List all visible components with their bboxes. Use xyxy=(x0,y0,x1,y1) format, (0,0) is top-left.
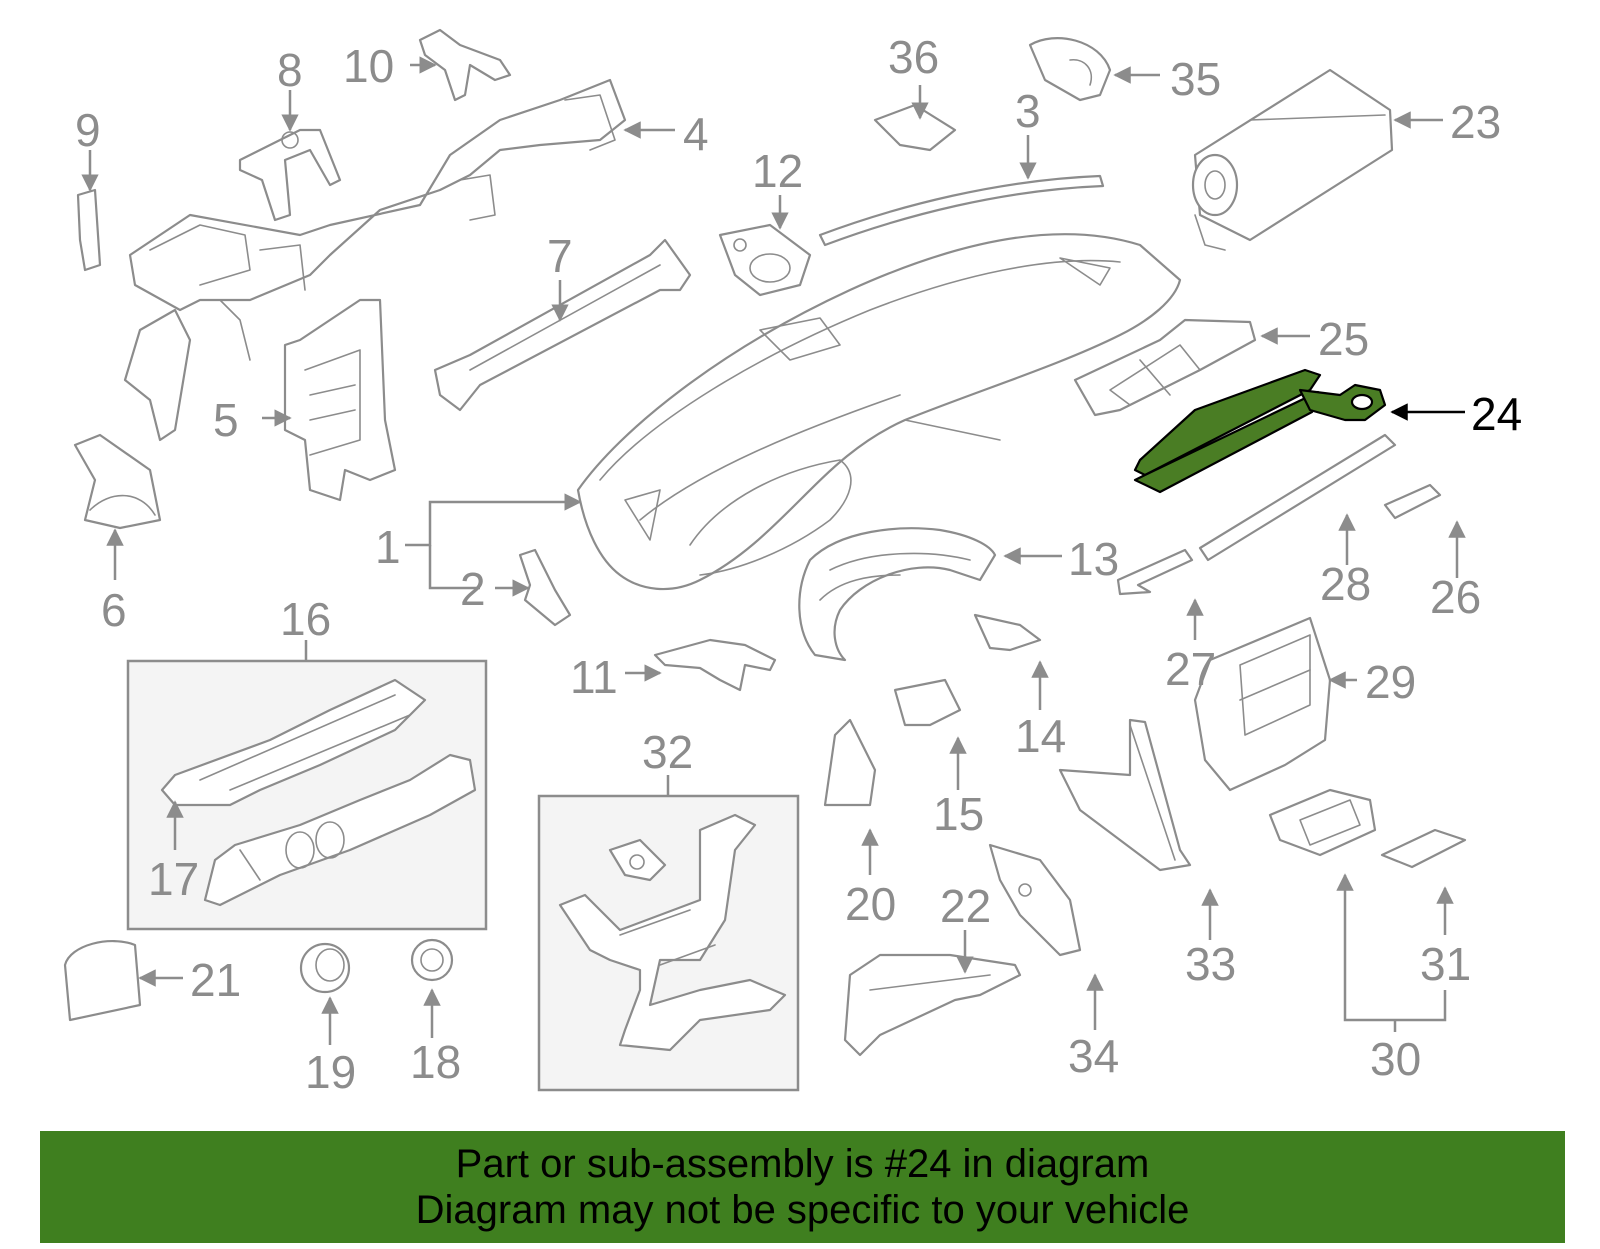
part-30-storage-box[interactable] xyxy=(1268,788,1377,857)
info-banner: Part or sub-assembly is #24 in diagram D… xyxy=(40,1131,1565,1243)
callout-6: 6 xyxy=(101,584,127,636)
callout-22: 22 xyxy=(940,880,991,932)
part-32-console-bracket[interactable] xyxy=(558,813,787,1052)
banner-line-disclaimer: Diagram may not be specific to your vehi… xyxy=(415,1188,1190,1232)
part-8-bracket[interactable] xyxy=(238,128,342,222)
callout-14: 14 xyxy=(1015,710,1066,762)
part-3-defroster-strip[interactable] xyxy=(818,174,1105,247)
callout-3: 3 xyxy=(1015,85,1041,137)
part-19-bezel[interactable] xyxy=(299,942,351,994)
callout-12: 12 xyxy=(752,145,803,197)
part-13-cluster-hood[interactable] xyxy=(798,527,997,662)
part-26-trim[interactable] xyxy=(1383,483,1442,520)
part-22-lower-panel[interactable] xyxy=(843,953,1022,1057)
part-6-bracket[interactable] xyxy=(73,433,162,530)
part-9-bracket[interactable] xyxy=(76,188,102,272)
callout-4: 4 xyxy=(683,108,709,160)
callout-29: 29 xyxy=(1365,656,1416,708)
part-10-bracket[interactable] xyxy=(418,28,512,102)
callout-9: 9 xyxy=(75,104,101,156)
callout-35: 35 xyxy=(1170,53,1221,105)
callout-5: 5 xyxy=(213,394,239,446)
part-31-pad[interactable] xyxy=(1380,828,1467,869)
callout-28: 28 xyxy=(1320,558,1371,610)
part-14-clip[interactable] xyxy=(973,613,1042,652)
callout-13: 13 xyxy=(1068,533,1119,585)
callout-26: 26 xyxy=(1430,571,1481,623)
part-11-bracket[interactable] xyxy=(653,638,777,692)
part-4-cross-car-beam[interactable] xyxy=(123,78,627,442)
part-35-cover[interactable] xyxy=(1028,37,1112,102)
callout-2: 2 xyxy=(460,563,486,615)
callout-20: 20 xyxy=(845,878,896,930)
part-34-side-trim[interactable] xyxy=(988,843,1082,957)
part-29-vent-housing[interactable] xyxy=(1193,616,1332,792)
callout-labels: 10 8 9 4 36 3 35 23 12 7 25 24 5 1 2 13 … xyxy=(75,31,1522,1098)
leader-lines xyxy=(81,56,1466,1045)
callout-8: 8 xyxy=(277,44,303,96)
callout-34: 34 xyxy=(1068,1030,1119,1082)
callout-36: 36 xyxy=(888,31,939,83)
callout-30: 30 xyxy=(1370,1033,1421,1085)
banner-line-part: Part or sub-assembly is #24 in diagram xyxy=(455,1142,1150,1186)
callout-31: 31 xyxy=(1420,938,1471,990)
part-20-panel[interactable] xyxy=(823,718,877,807)
callout-18: 18 xyxy=(410,1036,461,1088)
part-21-cover[interactable] xyxy=(63,940,142,1022)
callout-23: 23 xyxy=(1450,96,1501,148)
part-16-lower-trim[interactable] xyxy=(203,753,477,907)
part-24-highlighted[interactable] xyxy=(1133,368,1387,494)
callout-10: 10 xyxy=(343,40,394,92)
callout-7: 7 xyxy=(547,230,573,282)
part-27-trim[interactable] xyxy=(1116,548,1194,596)
part-1-instrument-panel[interactable] xyxy=(576,233,1182,591)
part-23-airbag-module[interactable] xyxy=(1191,68,1394,251)
callout-33: 33 xyxy=(1185,938,1236,990)
callout-17: 17 xyxy=(148,853,199,905)
part-18-ring[interactable] xyxy=(410,938,454,982)
part-17-upper-trim[interactable] xyxy=(160,678,427,807)
callout-15: 15 xyxy=(933,788,984,840)
callout-11: 11 xyxy=(570,651,618,703)
part-25-bracket[interactable] xyxy=(1073,318,1257,417)
callout-21: 21 xyxy=(190,954,241,1006)
part-5-center-bracket[interactable] xyxy=(283,298,397,502)
part-15-clip[interactable] xyxy=(893,678,962,727)
part-12-cover[interactable] xyxy=(718,223,812,297)
part-36-trim[interactable] xyxy=(873,103,957,152)
callout-24: 24 xyxy=(1471,388,1522,440)
callout-27: 27 xyxy=(1165,643,1216,695)
part-33-side-panel[interactable] xyxy=(1058,718,1192,872)
callout-1: 1 xyxy=(375,521,401,573)
callout-16: 16 xyxy=(280,593,331,645)
callout-25: 25 xyxy=(1318,313,1369,365)
callout-19: 19 xyxy=(305,1046,356,1098)
part-28-strip[interactable] xyxy=(1198,433,1397,562)
callout-32: 32 xyxy=(642,726,693,778)
